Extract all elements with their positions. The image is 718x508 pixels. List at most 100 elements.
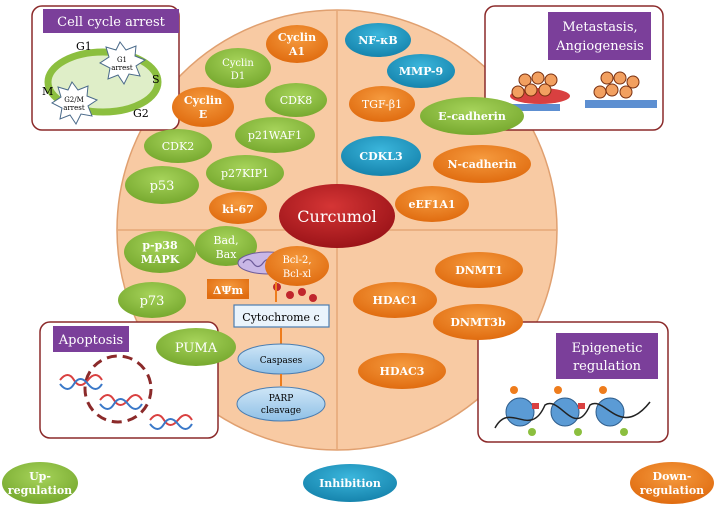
node-p73: p73 xyxy=(118,282,186,318)
g2m-arrest-label-2: arrest xyxy=(63,104,85,112)
svg-text:HDAC1: HDAC1 xyxy=(373,294,418,307)
node-pp38-mapk: p-p38 MAPK xyxy=(124,231,196,273)
svg-text:HDAC3: HDAC3 xyxy=(380,365,425,378)
node-ecadherin: E-cadherin xyxy=(420,97,524,135)
svg-text:CDKL3: CDKL3 xyxy=(359,150,402,163)
svg-text:p73: p73 xyxy=(140,294,165,309)
svg-text:PARP: PARP xyxy=(269,394,294,404)
svg-text:Bax: Bax xyxy=(216,248,238,261)
svg-text:eEF1A1: eEF1A1 xyxy=(408,198,455,211)
node-cyclin-d1: Cyclin D1 xyxy=(205,48,271,88)
panel-metastasis: Metastasis, Angiogenesis xyxy=(484,5,664,131)
svg-text:p27KIP1: p27KIP1 xyxy=(221,167,269,180)
svg-text:Down-: Down- xyxy=(653,470,692,483)
cell-cycle-title-bg xyxy=(43,9,179,33)
node-dnmt3b: DNMT3b xyxy=(433,304,523,340)
g2m-arrest-burst xyxy=(51,81,99,125)
svg-text:Caspases: Caspases xyxy=(260,356,303,366)
svg-text:Bcl-xl: Bcl-xl xyxy=(283,269,311,280)
g1-arrest-label-2: arrest xyxy=(111,64,133,72)
legend-up-regulation: Up- regulation xyxy=(2,462,78,504)
svg-text:Cyclin: Cyclin xyxy=(278,31,316,44)
node-puma: PUMA xyxy=(156,328,236,366)
svg-text:Bcl-2,: Bcl-2, xyxy=(282,255,311,266)
phase-g1: G1 xyxy=(76,40,92,53)
nucleosomes xyxy=(494,386,651,436)
svg-text:p-p38: p-p38 xyxy=(142,239,178,252)
svg-text:Cyclin: Cyclin xyxy=(222,58,254,69)
node-ki67: ki-67 xyxy=(209,192,267,224)
node-tgfb1: TGF-β1 xyxy=(349,86,415,122)
svg-text:E-cadherin: E-cadherin xyxy=(438,110,506,123)
svg-text:NF-κB: NF-κB xyxy=(358,34,397,47)
node-cdk2: CDK2 xyxy=(144,129,212,163)
svg-text:DNMT1: DNMT1 xyxy=(455,264,503,277)
phase-g2: G2 xyxy=(133,107,149,120)
node-bad-bax: Bad, Bax xyxy=(195,226,257,266)
curcumol-core xyxy=(279,184,395,248)
epigenetic-title-bg xyxy=(556,333,658,379)
apoptosis-title: Apoptosis xyxy=(58,333,123,348)
svg-text:E: E xyxy=(199,108,207,121)
dna-strand-1 xyxy=(59,374,103,386)
svg-text:MMP-9: MMP-9 xyxy=(399,65,443,78)
epigenetic-title-2: regulation xyxy=(573,359,642,374)
dna-strand-4 xyxy=(99,398,143,410)
node-caspases: Caspases xyxy=(237,343,325,375)
legend-inhibition: Inhibition xyxy=(303,464,397,502)
node-hdac1: HDAC1 xyxy=(353,282,437,318)
svg-text:Up-: Up- xyxy=(29,470,51,483)
node-cdkl3: CDKL3 xyxy=(341,136,421,176)
svg-text:CDK8: CDK8 xyxy=(280,94,312,107)
svg-text:regulation: regulation xyxy=(640,484,704,497)
node-cdk8: CDK8 xyxy=(265,83,327,117)
phase-m: M xyxy=(42,85,53,98)
dna-strand-2 xyxy=(59,378,103,390)
g1-arrest-burst xyxy=(99,41,147,85)
dna-strand-5 xyxy=(149,414,193,426)
svg-text:TGF-β1: TGF-β1 xyxy=(362,98,402,111)
dna-strand-3 xyxy=(99,394,143,406)
svg-text:MAPK: MAPK xyxy=(141,253,180,266)
node-bcl2-bclxl: Bcl-2, Bcl-xl xyxy=(265,246,329,286)
g1-arrest-label-1: G1 xyxy=(117,56,127,64)
node-p21waf1: p21WAF1 xyxy=(235,117,315,153)
tumor-cells-right xyxy=(585,71,657,108)
apoptosis-title-bg xyxy=(53,326,129,352)
epigenetic-title-1: Epigenetic xyxy=(572,341,643,356)
svg-text:ΔΨm: ΔΨm xyxy=(213,284,244,297)
node-eef1a1: eEF1A1 xyxy=(395,186,469,222)
dna-fragment-circle xyxy=(83,354,153,424)
panel-epigenetic: Epigenetic regulation xyxy=(477,321,669,443)
svg-text:A1: A1 xyxy=(288,45,305,58)
svg-text:p53: p53 xyxy=(150,179,175,194)
svg-text:Cytochrome c: Cytochrome c xyxy=(242,311,319,324)
node-parp-cleavage: PARP cleavage xyxy=(236,386,326,422)
metastasis-title-2: Angiogenesis xyxy=(555,39,644,54)
metastasis-title-bg xyxy=(548,12,651,60)
box-cytochrome-c: Cytochrome c xyxy=(233,304,330,328)
svg-text:D1: D1 xyxy=(231,71,245,82)
tumor-cells-left xyxy=(510,71,570,111)
svg-text:ki-67: ki-67 xyxy=(222,203,254,216)
node-nfkb: NF-κB xyxy=(345,23,411,57)
svg-text:Bad,: Bad, xyxy=(213,234,238,247)
dna-strand-6 xyxy=(149,418,193,430)
legend-down-regulation: Down- regulation xyxy=(630,462,714,504)
svg-text:regulation: regulation xyxy=(8,484,72,497)
node-ncadherin: N-cadherin xyxy=(433,145,531,183)
cell-cycle-title: Cell cycle arrest xyxy=(57,15,166,30)
curcumol-label: Curcumol xyxy=(297,207,376,226)
g2m-arrest-label-1: G2/M xyxy=(64,96,84,104)
svg-text:Inhibition: Inhibition xyxy=(319,477,381,490)
node-cyclin-e: Cyclin E xyxy=(172,87,234,127)
svg-text:p21WAF1: p21WAF1 xyxy=(248,129,302,142)
node-cyclin-a1: Cyclin A1 xyxy=(266,25,328,63)
panel-cell-cycle: Cell cycle arrest G1 S G2 M G1 arrest G2… xyxy=(31,5,180,131)
svg-text:CDK2: CDK2 xyxy=(162,140,194,153)
node-p27kip1: p27KIP1 xyxy=(206,155,284,191)
node-p53: p53 xyxy=(125,166,199,204)
node-delta-psi-m: ΔΨm xyxy=(207,279,249,299)
metastasis-title-1: Metastasis, xyxy=(562,20,637,35)
